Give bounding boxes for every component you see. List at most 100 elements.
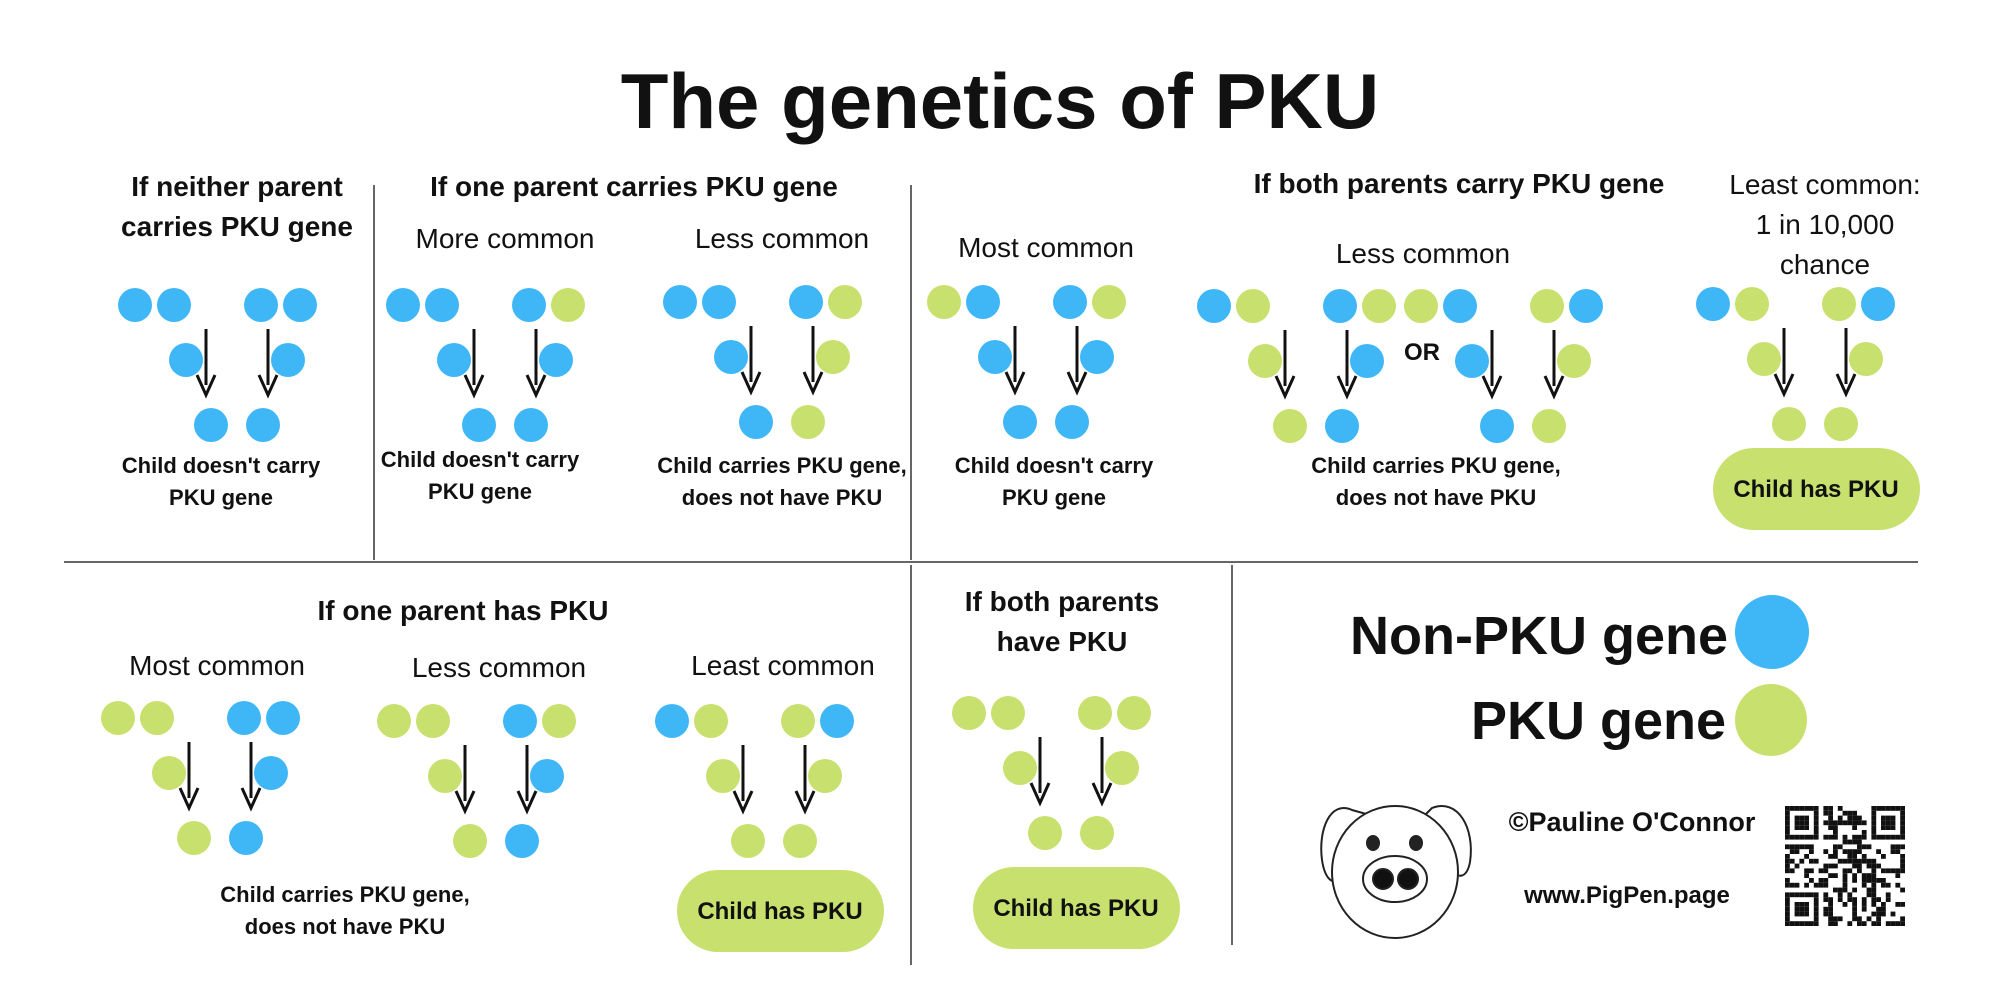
gene-dot bbox=[781, 704, 815, 738]
qr-module bbox=[1799, 806, 1805, 811]
qr-module bbox=[1852, 858, 1857, 864]
gene-dot bbox=[227, 701, 261, 735]
passed-gene-dot bbox=[1080, 340, 1114, 374]
qr-module bbox=[1842, 858, 1848, 864]
qr-module bbox=[1895, 882, 1901, 888]
qr-module bbox=[1799, 844, 1805, 850]
qr-module bbox=[1900, 844, 1905, 850]
qr-module bbox=[1809, 878, 1814, 883]
passed-gene-dot bbox=[706, 759, 740, 793]
qr-module bbox=[1842, 882, 1848, 888]
gene-dot bbox=[655, 704, 689, 738]
qr-module bbox=[1871, 810, 1877, 816]
qr-module bbox=[1852, 916, 1857, 922]
inheritance-both-have-pku bbox=[952, 696, 1151, 850]
qr-module bbox=[1828, 863, 1833, 869]
child-gene-dot bbox=[1080, 816, 1114, 850]
qr-module bbox=[1794, 820, 1800, 826]
section-one-parent-carries: If one parent carries PKU gene More comm… bbox=[381, 171, 907, 510]
qr-module bbox=[1785, 854, 1790, 859]
frequency-label: Least common: bbox=[1729, 169, 1920, 200]
passed-gene-dot bbox=[1003, 751, 1037, 785]
section-header: If both parents bbox=[965, 586, 1159, 617]
passed-gene-dot bbox=[152, 756, 186, 790]
qr-module bbox=[1861, 873, 1867, 878]
qr-module bbox=[1895, 844, 1901, 850]
section-header: carries PKU gene bbox=[121, 211, 353, 242]
qr-module bbox=[1789, 921, 1795, 926]
passed-gene-dot bbox=[1248, 344, 1282, 378]
qr-module bbox=[1900, 815, 1905, 821]
arrow-right-head bbox=[794, 790, 816, 815]
qr-module bbox=[1866, 844, 1872, 850]
qr-module bbox=[1861, 854, 1867, 859]
qr-module bbox=[1852, 911, 1857, 917]
qr-module bbox=[1837, 916, 1843, 922]
qr-module bbox=[1890, 921, 1896, 926]
qr-module bbox=[1833, 854, 1838, 859]
passed-gene-dot bbox=[1557, 344, 1591, 378]
gene-dot bbox=[512, 288, 546, 322]
website-text[interactable]: www.PigPen.page bbox=[1523, 882, 1730, 909]
qr-module bbox=[1799, 902, 1805, 907]
qr-module bbox=[1794, 815, 1800, 821]
qr-module bbox=[1785, 810, 1790, 816]
gene-dot bbox=[694, 704, 728, 738]
qr-module bbox=[1871, 887, 1877, 893]
qr-module bbox=[1794, 863, 1800, 869]
qr-module bbox=[1833, 887, 1838, 893]
qr-module bbox=[1833, 921, 1838, 926]
qr-module bbox=[1804, 820, 1809, 826]
qr-module bbox=[1895, 873, 1901, 878]
result-text: PKU gene bbox=[428, 479, 532, 504]
gene-dot bbox=[702, 285, 736, 319]
qr-module bbox=[1785, 921, 1790, 926]
qr-module bbox=[1813, 815, 1819, 821]
passed-gene-dot bbox=[1455, 344, 1489, 378]
qr-module bbox=[1809, 834, 1814, 840]
frequency-label: Less common bbox=[695, 223, 869, 254]
qr-module bbox=[1785, 834, 1790, 840]
qr-module bbox=[1828, 815, 1833, 821]
qr-module bbox=[1852, 887, 1857, 893]
child-gene-dot bbox=[194, 408, 228, 442]
qr-module bbox=[1861, 897, 1867, 902]
qr-module bbox=[1804, 921, 1809, 926]
qr-module bbox=[1847, 839, 1853, 845]
qr-module bbox=[1799, 911, 1805, 917]
child-gene-dot bbox=[505, 824, 539, 858]
gene-dot bbox=[244, 288, 278, 322]
child-gene-dot bbox=[246, 408, 280, 442]
qr-module bbox=[1852, 906, 1857, 912]
qr-module bbox=[1857, 844, 1862, 850]
child-gene-dot bbox=[731, 824, 765, 858]
qr-module bbox=[1813, 882, 1819, 888]
child-gene-dot bbox=[1273, 409, 1307, 443]
result-text: Child carries PKU gene, bbox=[657, 453, 906, 478]
child-gene-dot bbox=[1325, 409, 1359, 443]
gene-dot bbox=[1569, 289, 1603, 323]
qr-module bbox=[1794, 911, 1800, 917]
qr-module bbox=[1828, 873, 1833, 878]
qr-module bbox=[1813, 911, 1819, 917]
qr-module bbox=[1789, 858, 1795, 864]
qr-module bbox=[1813, 906, 1819, 912]
qr-module bbox=[1900, 858, 1905, 864]
arrow-left-head bbox=[740, 371, 762, 396]
qr-module bbox=[1871, 863, 1877, 869]
qr-module bbox=[1823, 806, 1829, 811]
qr-module bbox=[1890, 815, 1896, 821]
qr-module bbox=[1900, 834, 1905, 840]
qr-module bbox=[1828, 911, 1833, 917]
gene-dot bbox=[820, 704, 854, 738]
qr-module bbox=[1804, 902, 1809, 907]
qr-module bbox=[1813, 902, 1819, 907]
passed-gene-dot bbox=[978, 340, 1012, 374]
result-pill-background bbox=[973, 867, 1180, 949]
result-text: PKU gene bbox=[1002, 485, 1106, 510]
frequency-label: chance bbox=[1780, 249, 1870, 280]
qr-module bbox=[1799, 834, 1805, 840]
section-both-parents-carry: If both parents carry PKU gene Most comm… bbox=[927, 168, 1921, 530]
qr-module bbox=[1842, 849, 1848, 854]
qr-module bbox=[1813, 830, 1819, 835]
